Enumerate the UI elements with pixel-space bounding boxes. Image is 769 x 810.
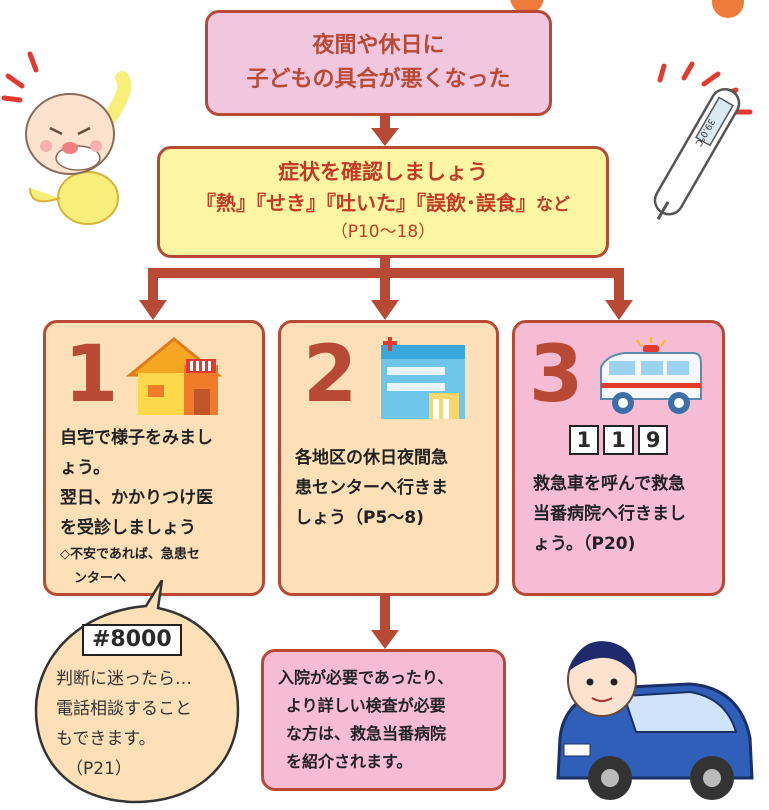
symptom-page-ref: （P10〜18） [330,222,436,242]
option-3-line-3: ょう。（P20) [533,534,636,554]
connector-top [380,116,390,130]
option-1-note-2: ンターへ [74,571,127,586]
option-2-box: 2 各地区の休日夜間急 患センターへ行きま しょう（P5〜8) [278,320,499,596]
symptom-suffix: など [536,195,570,215]
connector-hospital [380,596,390,632]
check-symptoms-box: 症状を確認しましょう 『熱』『せき』『吐いた』『誤飲･誤食』など （P10〜18… [157,146,609,258]
option-1-box: 1 自宅で様子をみまし ょう。 翌日、かかりつけ医 を受診しましょう ◇不安であ… [43,320,265,596]
connector-left [148,268,158,302]
arrow-top [371,128,399,146]
arrow-hospital [371,630,399,649]
hospital-line-2: より詳しい検査が必要 [286,696,446,715]
night-holiday-box: 夜間や休日に 子どもの具合が悪くなった [205,10,552,116]
bubble-phone: #8000 [82,624,182,656]
option-1-line-3: 翌日、かかりつけ医 [60,488,214,508]
option-1-line-1: 自宅で様子をみまし [60,428,213,448]
symptom-heading: 症状を確認しましょう [278,160,488,184]
house-icon [125,337,223,415]
option-2-number: 2 [303,330,358,420]
option-3-number: 3 [529,330,584,420]
hospital-line-4: を紹介されます。 [286,752,413,771]
option-1-note-1: ◇不安であれば、急患セ [60,547,200,562]
phone-digit-1: 1 [568,425,600,455]
decor-circle-right [712,0,744,18]
phone-digit-3: 9 [637,425,669,455]
hospital-line-1: 入院が必要であったり、 [278,668,454,687]
connector-mid [380,268,390,302]
option-3-line-2: 当番病院へ行きまし [533,504,686,524]
option-2-line-2: 患センターへ行きま [295,478,448,498]
bubble-line-2: 電話相談すること [56,699,192,719]
top-line-2: 子どもの具合が悪くなった [246,67,511,92]
crying-baby-illustration [1,51,132,225]
option-1-number: 1 [64,330,119,420]
bubble-line-1: 判断に迷ったら… [56,669,192,689]
phone-digit-2: 1 [603,425,634,455]
hospital-icon [381,337,465,419]
phone-consult-bubble: #8000 判断に迷ったら… 電話相談すること もできます。 （P21） [38,598,234,798]
arrow-right [605,300,633,320]
option-2-line-3: しょう（P5〜8) [295,508,424,528]
bubble-line-3: もできます。 [56,729,156,749]
connector-right [614,268,624,302]
symptom-items: 『熱』『せき』『吐いた』『誤飲･誤食』 [196,191,536,215]
hospital-referral-box: 入院が必要であったり、 より詳しい検査が必要 な方は、救急当番病院 を紹介されま… [261,649,506,791]
option-1-line-4: を受診しましょう [60,518,196,538]
thermometer-illustration: 39.0℃ [653,61,753,221]
option-3-line-1: 救急車を呼んで救急 [533,474,686,494]
symptom-list: 『熱』『せき』『吐いた』『誤飲･誤食』など [160,187,606,221]
bubble-line-4: （P21） [66,759,132,779]
top-line-1: 夜間や休日に [312,33,445,58]
arrow-mid [371,300,399,320]
driver-car-illustration [556,641,754,800]
arrow-left [139,300,167,320]
ambulance-icon [600,337,702,414]
hospital-line-3: な方は、救急当番病院 [286,724,447,743]
option-2-line-1: 各地区の休日夜間急 [295,448,448,468]
option-1-line-2: ょう。 [60,458,110,478]
